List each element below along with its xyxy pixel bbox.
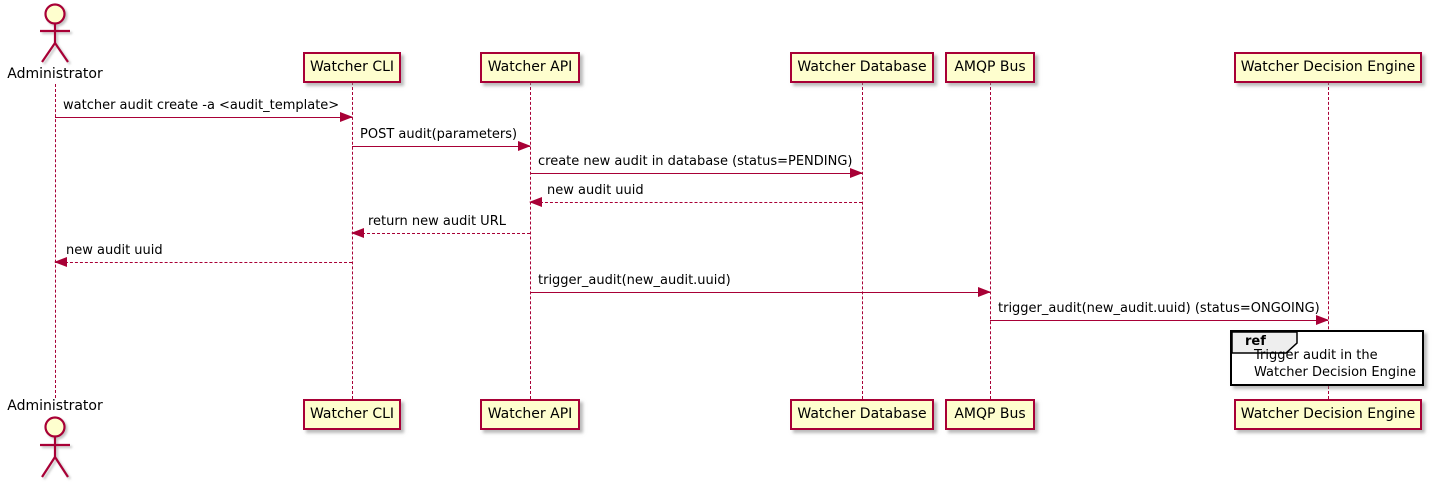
message-7-label: trigger_audit(new_audit.uuid) [538,273,731,288]
participant-watcher-database-bottom: Watcher Database [790,399,934,430]
actor-icon [40,416,70,478]
message-1-label: watcher audit create -a <audit_template> [63,98,340,113]
participant-watcher-cli-bottom: Watcher CLI [303,399,401,430]
message-8-label: trigger_audit(new_audit.uuid) (status=ON… [998,301,1320,316]
message-2-label: POST audit(parameters) [360,127,518,142]
lifeline-watcher-database [862,82,863,399]
participant-watcher-cli-top: Watcher CLI [303,52,401,83]
ref-body-text: Trigger audit in the Watcher Decision En… [1254,347,1416,381]
ref-body-line-2: Watcher Decision Engine [1254,365,1416,380]
ref-body-line-1: Trigger audit in the [1254,348,1378,363]
participant-watcher-api-bottom: Watcher API [480,399,580,430]
message-2-arrow [352,141,531,151]
participant-watcher-database-top: Watcher Database [790,52,934,83]
message-6-label: new audit uuid [66,243,163,258]
message-7-arrow [530,287,991,297]
participant-watcher-decision-engine-top: Watcher Decision Engine [1234,52,1422,83]
actor-administrator-bottom-label: Administrator [7,398,103,414]
message-4-arrow [529,197,862,207]
arrowhead-left-icon [54,257,67,267]
actor-icon [40,3,70,63]
actor-administrator-top-label: Administrator [7,66,103,82]
participant-amqp-bus-bottom: AMQP Bus [945,399,1035,430]
participant-amqp-bus-top: AMQP Bus [945,52,1035,83]
lifeline-watcher-cli [352,82,353,399]
arrowhead-right-icon [850,168,863,178]
lifeline-administrator [55,84,56,398]
arrowhead-right-icon [978,287,991,297]
message-3-label: create new audit in database (status=PEN… [538,154,853,169]
ref-keyword: ref [1245,334,1266,349]
message-5-label: return new audit URL [368,214,506,229]
participant-watcher-api-top: Watcher API [480,52,580,83]
message-4-label: new audit uuid [547,183,644,198]
lifeline-amqp-bus [990,82,991,399]
message-5-arrow [351,228,530,238]
arrowhead-left-icon [351,228,364,238]
message-3-arrow [530,168,863,178]
arrowhead-right-icon [518,141,531,151]
arrowhead-right-icon [1316,315,1329,325]
lifeline-watcher-decision-engine [1328,82,1329,399]
ref-tab-icon [1231,331,1298,354]
ref-fragment: ref Trigger audit in the Watcher Decisio… [1230,330,1424,386]
message-8-arrow [990,315,1329,325]
arrowhead-right-icon [340,112,353,122]
participant-watcher-decision-engine-bottom: Watcher Decision Engine [1234,399,1422,430]
message-1-arrow [55,112,353,122]
lifeline-watcher-api [530,82,531,399]
arrowhead-left-icon [529,197,542,207]
message-6-arrow [54,257,352,267]
